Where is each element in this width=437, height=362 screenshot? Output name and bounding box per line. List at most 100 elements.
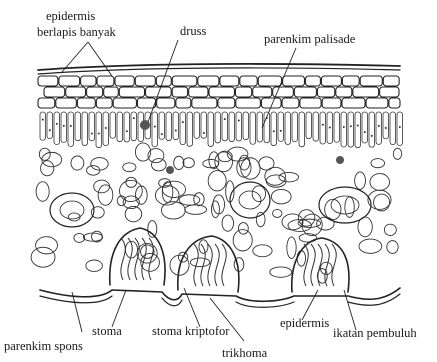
palisade-cell bbox=[166, 112, 172, 141]
spongy-cell bbox=[126, 177, 137, 187]
epidermis-cell bbox=[305, 76, 320, 86]
palisade-cell bbox=[355, 112, 361, 148]
epidermis-cell bbox=[66, 87, 86, 97]
palisade-cell bbox=[131, 112, 137, 141]
palisade-parenchyma-layer bbox=[40, 112, 403, 148]
trichome-hair bbox=[121, 238, 125, 280]
epidermis-cell bbox=[209, 87, 234, 97]
epidermis-cell bbox=[389, 98, 400, 108]
multiple-epidermis-layer bbox=[38, 76, 400, 108]
epidermis-cell bbox=[38, 76, 58, 86]
palisade-cell bbox=[54, 112, 60, 144]
chloroplast bbox=[399, 126, 401, 128]
palisade-cell bbox=[215, 112, 221, 143]
palisade-cell bbox=[376, 112, 382, 144]
epidermis-cell bbox=[96, 98, 112, 108]
spongy-cell bbox=[374, 194, 390, 211]
epidermis-cell bbox=[236, 98, 261, 108]
spongy-cell bbox=[387, 241, 398, 254]
spongy-cell bbox=[98, 185, 113, 206]
label-parenkim-palisade: parenkim palisade bbox=[264, 32, 356, 46]
epidermis-cell bbox=[294, 87, 316, 97]
label-ikatan-pembuluh: ikatan pembuluh bbox=[333, 326, 417, 340]
spongy-cell bbox=[36, 182, 49, 202]
palisade-cell bbox=[362, 112, 368, 143]
spongy-cell bbox=[233, 230, 252, 251]
spongy-cell bbox=[209, 152, 219, 169]
spongy-cell bbox=[298, 210, 314, 227]
epidermis-cell bbox=[198, 76, 219, 86]
spongy-cell bbox=[355, 172, 366, 189]
chloroplast bbox=[224, 118, 226, 120]
palisade-cell bbox=[75, 112, 81, 141]
chloroplast bbox=[175, 130, 177, 132]
chloroplast bbox=[126, 130, 128, 132]
spongy-cell bbox=[238, 223, 248, 235]
epidermis-cell bbox=[366, 98, 388, 108]
epidermis-cell bbox=[192, 98, 217, 108]
palisade-cell bbox=[390, 112, 396, 145]
palisade-cell bbox=[96, 112, 102, 148]
palisade-cell bbox=[208, 112, 214, 146]
palisade-cell bbox=[82, 112, 88, 145]
spongy-cell bbox=[152, 159, 167, 171]
palisade-cell bbox=[61, 112, 67, 142]
trichome-hair bbox=[215, 244, 219, 286]
chloroplast bbox=[238, 119, 240, 121]
trichome-hair bbox=[332, 244, 336, 286]
epidermis-cell bbox=[113, 98, 136, 108]
epidermis-cell bbox=[218, 98, 235, 108]
spongy-cell bbox=[174, 156, 184, 169]
spongy-cell bbox=[208, 171, 226, 191]
trichome-hair bbox=[311, 244, 315, 286]
spongy-cell bbox=[42, 152, 62, 166]
label-parenkim-spons: parenkim spons bbox=[4, 339, 83, 353]
spongy-cell bbox=[185, 205, 207, 214]
epidermis-cell bbox=[235, 87, 251, 97]
epidermis-cell bbox=[383, 76, 399, 86]
epidermis-cell bbox=[56, 98, 77, 108]
upper-cuticle bbox=[38, 64, 400, 74]
palisade-cell bbox=[47, 112, 53, 138]
epidermis-cell bbox=[360, 76, 382, 86]
spongy-cell bbox=[252, 186, 265, 202]
stomatal-crypts bbox=[110, 228, 349, 292]
chloroplast bbox=[343, 126, 345, 128]
epidermis-cell bbox=[156, 76, 171, 86]
trichome-hair bbox=[201, 244, 205, 286]
palisade-cell bbox=[383, 112, 389, 139]
spongy-cell bbox=[279, 172, 299, 181]
leaf-cross-section bbox=[31, 64, 402, 307]
spongy-cell bbox=[273, 209, 282, 217]
spongy-cell bbox=[41, 161, 54, 176]
palisade-cell bbox=[334, 112, 340, 142]
chloroplast bbox=[378, 125, 380, 127]
epidermis-cell bbox=[135, 76, 155, 86]
epidermis-cell bbox=[283, 76, 305, 86]
palisade-cell bbox=[285, 112, 291, 144]
palisade-cell bbox=[89, 112, 95, 141]
palisade-cell bbox=[306, 112, 312, 139]
epidermis-cell bbox=[322, 98, 341, 108]
palisade-cell bbox=[152, 112, 158, 147]
spongy-cell bbox=[68, 213, 80, 221]
epidermis-cell bbox=[220, 76, 239, 86]
chloroplast bbox=[49, 129, 51, 131]
chloroplast bbox=[364, 131, 366, 133]
spongy-cell bbox=[36, 237, 58, 254]
epidermis-cell bbox=[321, 76, 341, 86]
palisade-cell bbox=[278, 112, 284, 141]
spongy-cell bbox=[253, 245, 272, 257]
spongy-cell bbox=[86, 260, 102, 271]
chloroplast bbox=[63, 125, 65, 127]
trichome-hair bbox=[128, 238, 132, 280]
spongy-cell bbox=[371, 159, 385, 168]
spongy-cell bbox=[241, 158, 260, 179]
epidermis-cell bbox=[87, 87, 103, 97]
epidermis-cell bbox=[137, 98, 155, 108]
epidermis-cell bbox=[157, 98, 175, 108]
palisade-cell bbox=[257, 112, 263, 142]
epidermis-cell bbox=[317, 87, 334, 97]
epidermis-cell bbox=[38, 98, 55, 108]
